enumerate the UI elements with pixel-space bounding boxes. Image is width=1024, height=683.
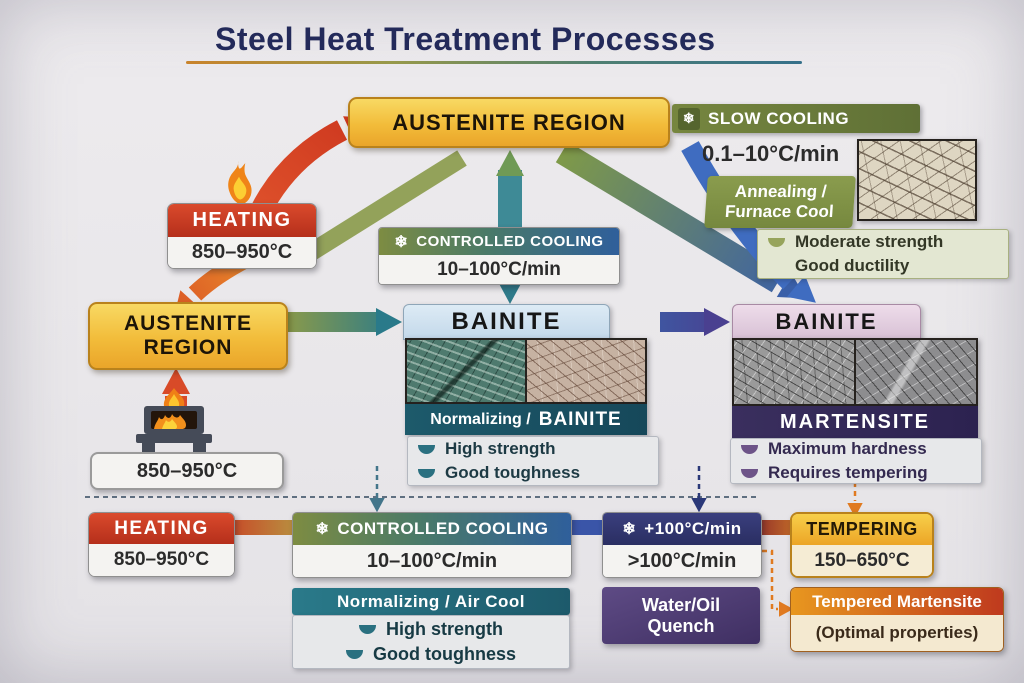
- quench-line1: Water/Oil: [641, 594, 721, 615]
- tempered-martensite-group: Tempered Martensite (Optimal properties): [790, 587, 1004, 652]
- connector-cooling-rapid: [566, 520, 606, 535]
- tempered-martensite-sub: (Optimal properties): [791, 615, 1003, 651]
- quench-line2: Quench: [647, 615, 715, 636]
- rapid-cooling-header: ❄ +100°C/min: [603, 513, 761, 545]
- property-label: Moderate strength: [795, 232, 944, 251]
- martensite-label: MARTENSITE: [780, 410, 930, 433]
- annealing-line1: Annealing /: [734, 181, 828, 201]
- property-row: Requires tempering: [741, 463, 971, 483]
- normalizing-air-cool-band: Normalizing / Air Cool: [292, 588, 570, 615]
- property-row: Moderate strength: [768, 232, 998, 252]
- property-label: High strength: [386, 619, 503, 639]
- tempered-martensite-label: Tempered Martensite: [791, 588, 1003, 615]
- slow-cooling-label: SLOW COOLING: [708, 108, 850, 128]
- slow-cooling-properties-panel: Moderate strength Good ductility: [757, 229, 1009, 279]
- controlled-cooling-bottom-header: ❄ CONTROLLED COOLING: [293, 513, 571, 545]
- snowflake-icon: ❄: [622, 521, 637, 538]
- heating-upper-temp: 850–950°C: [168, 237, 316, 268]
- bullet-icon: [418, 444, 435, 454]
- bullet-icon: [741, 468, 758, 478]
- heating-bottom-group: HEATING 850–950°C: [88, 512, 235, 577]
- page-title: Steel Heat Treatment Processes: [215, 21, 716, 57]
- tempering-group: TEMPERING 150–650°C: [790, 512, 934, 578]
- bainite-microstructure-image: [525, 340, 645, 402]
- controlled-cooling-bottom-group: ❄ CONTROLLED COOLING 10–100°C/min: [292, 512, 572, 578]
- controlled-cooling-upper-header: ❄ CONTROLLED COOLING: [379, 228, 619, 255]
- property-row: Good toughness: [346, 644, 516, 665]
- heating-bottom-label: HEATING: [89, 513, 234, 544]
- bullet-icon: [741, 444, 758, 454]
- annealing-method-box: Annealing / Furnace Cool: [704, 176, 856, 228]
- bullet-icon: [418, 468, 435, 478]
- austenite-region-top-box: AUSTENITE REGION: [348, 97, 670, 148]
- bainite-center-properties-panel: High strength Good toughness: [407, 436, 659, 486]
- annealing-line2: Furnace Cool: [724, 202, 835, 221]
- martensite-microstructure-images: [732, 338, 978, 406]
- bainite-center-title: BAINITE: [451, 308, 562, 335]
- title-underline: [186, 61, 802, 64]
- austenite-left-line1: AUSTENITE: [123, 311, 252, 335]
- controlled-cooling-upper-group: ❄ CONTROLLED COOLING 10–100°C/min: [378, 227, 620, 285]
- connector-rapid-tempering: [756, 520, 794, 535]
- property-label: Requires tempering: [768, 463, 928, 482]
- martensite-properties-panel: Maximum hardness Requires tempering: [730, 438, 982, 484]
- slow-cooling-header: ❄ SLOW COOLING: [672, 104, 920, 133]
- bainite-center-microstructure-images: [405, 338, 647, 404]
- austenite-region-top-label: AUSTENITE REGION: [392, 109, 626, 135]
- bainite-right-title: BAINITE: [775, 309, 878, 334]
- property-label: Good ductility: [795, 256, 910, 275]
- martensite-microstructure-image-left: [734, 340, 854, 404]
- water-oil-quench-box: Water/Oil Quench: [602, 587, 760, 644]
- slow-cooling-rate: 0.1–10°C/min: [702, 141, 840, 166]
- heating-bottom-temp: 850–950°C: [89, 544, 234, 576]
- connector-heating-cooling: [230, 520, 296, 535]
- property-label: Good toughness: [373, 644, 516, 664]
- property-label: Good toughness: [445, 463, 581, 482]
- bainite-band-label: BAINITE: [538, 408, 622, 430]
- controlled-cooling-bottom-label: CONTROLLED COOLING: [337, 519, 549, 538]
- property-row: High strength: [359, 619, 503, 640]
- normalizing-microstructure-image: [407, 340, 525, 402]
- controlled-cooling-bottom-rate: 10–100°C/min: [293, 545, 571, 577]
- normalizing-bainite-band: Normalizing / BAINITE: [405, 404, 647, 435]
- bullet-icon: [768, 237, 785, 247]
- tempering-label: TEMPERING: [792, 514, 932, 545]
- bullet-icon: [359, 625, 376, 634]
- property-row: Good toughness: [418, 463, 648, 483]
- bullet-icon: [346, 650, 363, 659]
- martensite-microstructure-image-right: [854, 340, 976, 404]
- snowflake-icon: ❄: [315, 521, 330, 538]
- annealing-microstructure-image: [857, 139, 977, 221]
- controlled-cooling-upper-label: CONTROLLED COOLING: [416, 233, 604, 250]
- martensite-band: MARTENSITE: [732, 406, 978, 438]
- heating-upper-group: HEATING 850–950°C: [167, 203, 317, 269]
- property-row: Good ductility: [768, 256, 998, 276]
- property-label: High strength: [445, 439, 556, 458]
- property-row: Maximum hardness: [741, 439, 971, 459]
- austenite-left-line2: REGION: [143, 336, 233, 359]
- normalizing-label: Normalizing /: [430, 410, 531, 428]
- austenite-region-left-box: AUSTENITE REGION: [88, 302, 288, 370]
- rapid-cooling-group: ❄ +100°C/min >100°C/min: [602, 512, 762, 578]
- bainite-right-title-box: BAINITE: [732, 304, 921, 340]
- controlled-cooling-upper-rate: 10–100°C/min: [379, 255, 619, 284]
- snowflake-icon: ❄: [678, 107, 700, 130]
- flame-icon: [228, 161, 252, 205]
- rapid-cooling-label: +100°C/min: [644, 519, 742, 538]
- normalizing-air-cool-label: Normalizing / Air Cool: [337, 591, 525, 611]
- bainite-center-title-box: BAINITE: [403, 304, 610, 340]
- furnace-icon: [136, 388, 212, 452]
- normalizing-properties-panel: High strength Good toughness: [292, 615, 570, 669]
- heating-upper-label: HEATING: [168, 204, 316, 237]
- property-row: High strength: [418, 439, 648, 459]
- snowflake-icon: ❄: [394, 233, 409, 251]
- tempering-temp: 150–650°C: [792, 545, 932, 576]
- property-label: Maximum hardness: [768, 439, 927, 458]
- austenite-left-temp: 850–950°C: [90, 452, 284, 490]
- rapid-cooling-rate: >100°C/min: [603, 545, 761, 577]
